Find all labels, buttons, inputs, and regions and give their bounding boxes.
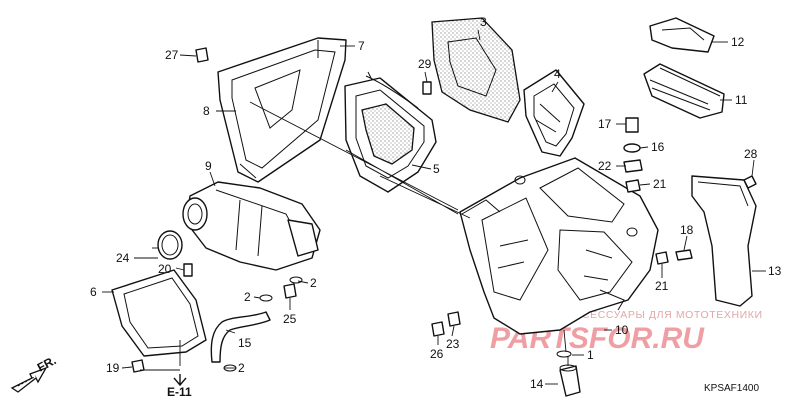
section-reference-label: E-11	[167, 385, 192, 399]
part-number-24: 24	[116, 251, 130, 265]
part-number-12: 12	[731, 35, 745, 49]
part-number-28: 28	[744, 147, 758, 161]
part-number-27: 27	[165, 48, 179, 62]
part-number-20: 20	[158, 262, 172, 276]
part-number-23: 23	[446, 337, 460, 351]
part-number-21-lower: 21	[655, 279, 669, 293]
part-number-5: 5	[433, 162, 440, 176]
part-number-8: 8	[203, 104, 210, 118]
section-reference: E-11	[167, 374, 192, 399]
drain-plug-part	[559, 364, 581, 397]
part-number-2-left: 2	[244, 290, 251, 304]
leader-lines	[102, 29, 766, 385]
part-number-18: 18	[680, 223, 694, 237]
part-number-labels: 27 7 8 9 3 29 4 12 11 5 17 16 22 21 28 1…	[90, 15, 782, 391]
part-number-4: 4	[554, 67, 561, 81]
part-number-22: 22	[598, 159, 612, 173]
part-number-14: 14	[530, 377, 544, 391]
air-element-part	[431, 17, 521, 123]
part-number-29: 29	[418, 57, 432, 71]
part-number-6: 6	[90, 285, 97, 299]
assembly-lines	[140, 101, 569, 371]
part-number-3: 3	[480, 15, 487, 29]
part-number-16: 16	[651, 140, 665, 154]
part-number-26: 26	[430, 347, 444, 361]
part-number-2-bottom: 2	[238, 361, 245, 375]
part-number-1: 1	[587, 348, 594, 362]
part-number-17: 17	[598, 117, 612, 131]
part-number-25: 25	[283, 312, 297, 326]
part-number-9: 9	[205, 159, 212, 173]
part-number-13: 13	[768, 264, 782, 278]
inner-frame-part	[523, 69, 585, 157]
air-cleaner-case-part	[459, 157, 659, 335]
part-number-21-upper: 21	[653, 177, 667, 191]
side-cover-part	[691, 175, 757, 307]
cap-part	[649, 17, 715, 53]
air-cleaner-cover-part	[217, 37, 347, 183]
band-part	[157, 230, 183, 260]
resonator-part	[182, 181, 321, 271]
part-number-2-right: 2	[310, 276, 317, 290]
part-number-15: 15	[238, 336, 252, 350]
part-number-19: 19	[106, 361, 120, 375]
seal-part	[111, 269, 207, 357]
connecting-tube-part	[643, 63, 725, 119]
hardware-parts	[131, 47, 757, 373]
part-number-10: 10	[615, 323, 629, 337]
drain-tube-part	[210, 311, 271, 363]
diagram-code: KPSAF1400	[704, 383, 759, 394]
part-number-7: 7	[358, 39, 365, 53]
part-number-11: 11	[735, 93, 748, 107]
front-direction-arrow: FR.	[10, 353, 58, 393]
